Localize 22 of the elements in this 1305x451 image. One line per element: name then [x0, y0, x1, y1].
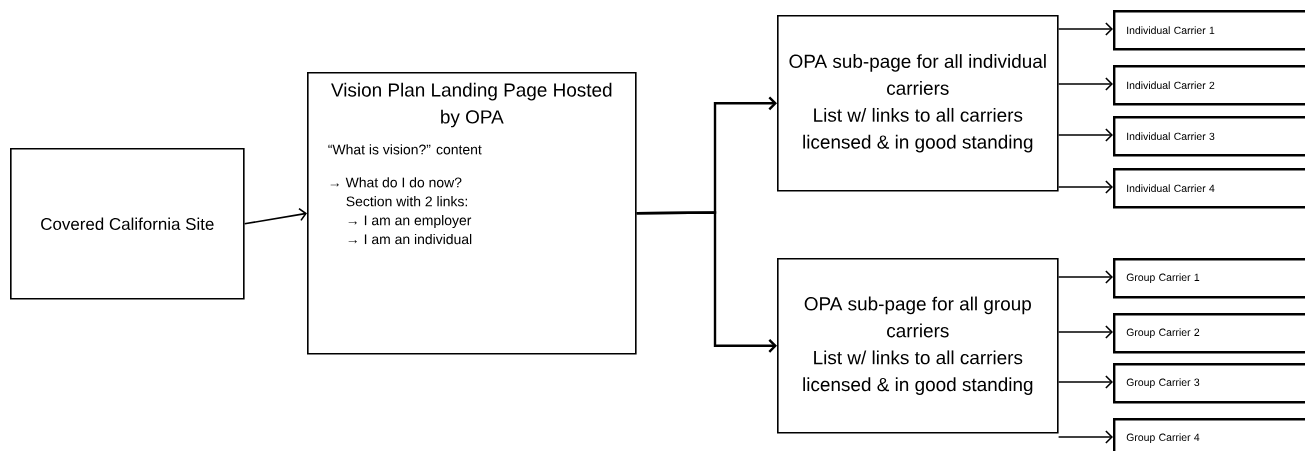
- carrier-box: Group Carrier 4: [1113, 418, 1305, 451]
- carrier-box: Individual Carrier 1: [1113, 10, 1305, 51]
- arrow: [1057, 77, 1113, 91]
- arrow: [1057, 128, 1113, 142]
- arrow: [1057, 270, 1113, 284]
- sub-page-box: OPA sub-page for all group carriers List w/ links to all carriers licensed & in good standing: [777, 258, 1059, 434]
- carrier-box: Individual Carrier 4: [1113, 168, 1305, 209]
- site-box: Covered California Site: [10, 148, 245, 300]
- arrow: [1057, 22, 1113, 36]
- carrier-box: Individual Carrier 2: [1113, 65, 1305, 106]
- arrow: [1057, 180, 1113, 194]
- carrier-box: Group Carrier 1: [1113, 258, 1305, 299]
- arrow: [1057, 325, 1113, 339]
- carrier-box: Group Carrier 3: [1113, 363, 1305, 404]
- landing-page-box: Vision Plan Landing Page Hosted by OPA “What is vision?” content → What do I do now? Section with 2 links: → I am an employer → I am an individual: [307, 72, 637, 355]
- arrow: [243, 207, 307, 225]
- arrow: [1057, 375, 1113, 389]
- carrier-box: Individual Carrier 3: [1113, 116, 1305, 157]
- sub-page-box: OPA sub-page for all individual carriers List w/ links to all carriers licensed & in good standing: [777, 15, 1059, 192]
- arrow: [636, 211, 777, 353]
- carrier-box: Group Carrier 2: [1113, 313, 1305, 354]
- arrow: [1057, 430, 1113, 444]
